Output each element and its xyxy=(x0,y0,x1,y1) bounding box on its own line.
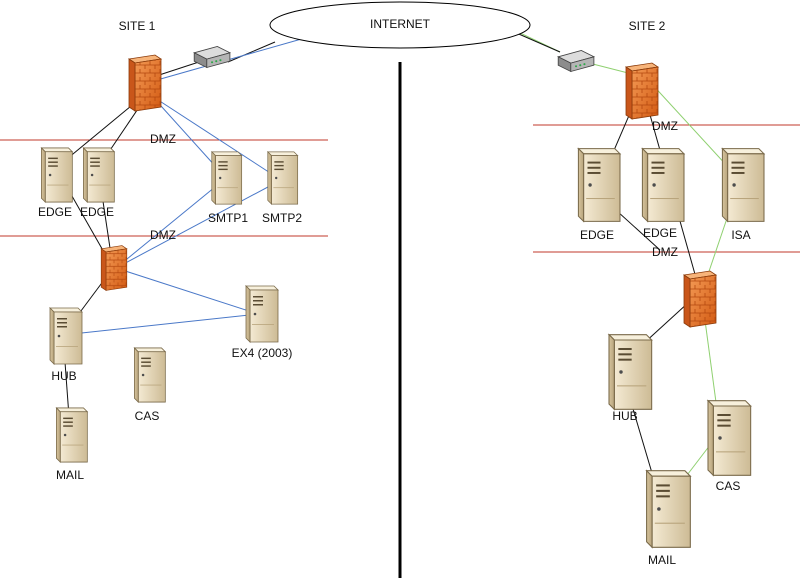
site2-edge2-server-icon xyxy=(641,147,685,223)
site2-cas-label: CAS xyxy=(716,479,741,493)
site1-smtp2-label: SMTP2 xyxy=(262,211,302,225)
site2-mail-label: MAIL xyxy=(648,553,676,567)
site1-mail-server-icon xyxy=(55,407,88,463)
site1-inner-firewall-icon xyxy=(100,245,128,291)
internet-cloud: INTERNET xyxy=(269,1,531,49)
site1-cas-server-icon xyxy=(133,347,166,403)
site2-mail-server-icon xyxy=(645,469,692,549)
internet-label: INTERNET xyxy=(370,17,431,31)
site1-smtp1-server-icon xyxy=(211,151,243,205)
site2-cas-server-icon xyxy=(707,399,752,477)
site2-isa-server-icon xyxy=(721,147,765,223)
site2-edge1-label: EDGE xyxy=(580,228,614,242)
dmz-lines xyxy=(0,124,800,253)
site2-dmz-label-upper: DMZ xyxy=(652,119,678,133)
site2-outer-firewall-icon xyxy=(625,62,659,120)
site1-dmz-label-lower: DMZ xyxy=(150,228,176,242)
site1-hub-label: HUB xyxy=(51,369,76,383)
site2-label: SITE 2 xyxy=(629,19,666,33)
site2-router-icon xyxy=(557,49,595,73)
site1-cas-label: CAS xyxy=(135,409,160,423)
site1-router-icon xyxy=(193,45,231,69)
site1-label: SITE 1 xyxy=(119,19,156,33)
site2-hub-server-icon xyxy=(608,333,653,411)
site2-hub-label: HUB xyxy=(612,409,637,423)
site1-edge2-label: EDGE xyxy=(80,205,114,219)
site1-dmz-label-upper: DMZ xyxy=(150,132,176,146)
site1-smtp2-server-icon xyxy=(267,151,299,205)
site1-mail-label: MAIL xyxy=(56,468,84,482)
site1-ex4-server-icon xyxy=(245,285,279,343)
site1-ex4-label: EX4 (2003) xyxy=(232,346,293,360)
site2-edge1-server-icon xyxy=(577,147,621,223)
site2-edge2-label: EDGE xyxy=(643,226,677,240)
site1-edge2-server-icon xyxy=(82,147,115,203)
site1-edge1-label: EDGE xyxy=(38,205,72,219)
site2-isa-label: ISA xyxy=(731,228,750,242)
site1-outer-firewall-icon xyxy=(128,54,162,112)
site1-hub-server-icon xyxy=(49,307,83,365)
site1-edge1-server-icon xyxy=(40,147,73,203)
site2-inner-firewall-icon xyxy=(683,270,717,328)
site2-dmz-label-lower: DMZ xyxy=(652,245,678,259)
site1-smtp1-label: SMTP1 xyxy=(208,211,248,225)
